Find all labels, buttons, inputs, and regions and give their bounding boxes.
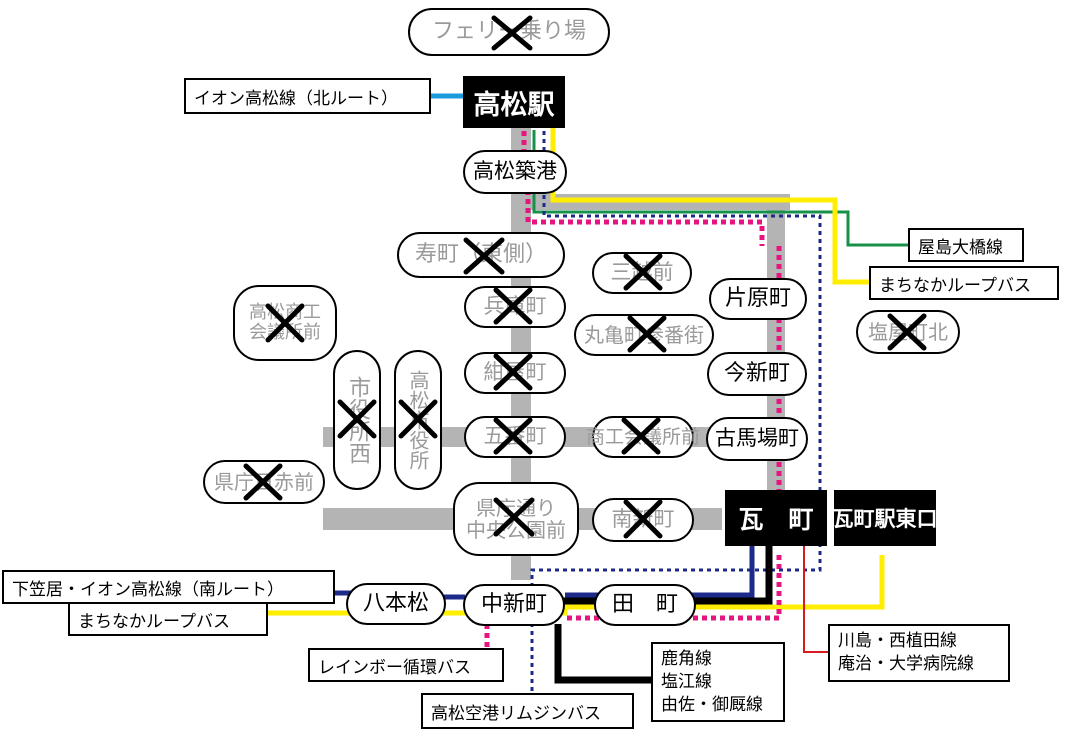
kawashima-line [803,545,828,653]
hub-kawaramachi[interactable]: 瓦 町 [725,490,827,546]
stop-takamatsu-chikko[interactable]: 高松築港 [463,150,567,194]
stop-konya-closed: 紺屋町 [464,352,566,394]
kanoka-line-south [554,624,652,684]
stop-shogyo-closed: 商工会議所前 [586,416,700,458]
stop-shoko-kaigisho-closed: 高松商工 会議所前 [233,285,337,361]
stop-denmachi[interactable]: 田 町 [594,584,696,626]
route-shimokasai-label: 下笠居・イオン高松線（南ルート） [2,570,335,604]
stop-hyogo-closed: 兵庫町 [464,286,566,328]
stop-minami-shinmachi-closed: 南新町 [592,498,694,542]
route-aeon-north-label: イオン高松線（北ルート） [184,78,431,114]
stop-kotobuki-closed: 寿町（東側） [397,232,565,278]
stop-kencho-dori-closed: 県庁通り 中央公園前 [453,482,579,556]
stop-kencho-hiakamae-closed: 県庁日赤前 [203,460,325,504]
stop-hachiman[interactable]: 八本松 [346,583,446,625]
yashima-line [532,130,908,247]
stop-gofuku-closed: 五番町 [464,416,566,458]
stop-mitsukoshi-closed: 三越前 [592,252,692,294]
stop-imashin[interactable]: 今新町 [707,352,807,396]
route-yashima-label: 屋島大橋線 [908,228,1024,262]
hub-kawaramachi-east[interactable]: 瓦町駅東口 [833,490,938,546]
hub-takamatsu-station[interactable]: 高松駅 [463,76,565,128]
stop-takamatsu-shiyakusho-closed: 高松市役所 [394,350,442,490]
route-rainbow-label: レインボー循環バス [308,648,504,682]
route-airport-label: 高松空港リムジンバス [421,693,634,729]
stop-shioyacho-kita-closed: 塩屋町北 [856,310,960,354]
rainbow-line-south [565,555,782,621]
stop-shiyakusho-nishi-closed: 市役所西 [333,350,381,490]
stop-nakashin[interactable]: 中新町 [463,584,565,626]
stop-kobaba[interactable]: 古馬場町 [706,417,808,461]
airport-line [530,131,822,693]
rainbow-line-north [521,131,765,246]
stop-ferry-closed: フェリー乗り場 [408,8,610,56]
stop-marugame-closed: 丸亀町参番街 [574,314,714,356]
route-loop-bus-east-label: まちなかループバス [869,266,1059,300]
route-kanoka-label: 鹿角線 塩江線 由佐・御厩線 [651,642,785,722]
route-kawashima-label: 川島・西植田線 庵治・大学病院線 [828,624,1010,682]
route-loop-bus-west-label: まちなかループバス [68,602,268,636]
stop-katahara[interactable]: 片原町 [709,278,807,320]
